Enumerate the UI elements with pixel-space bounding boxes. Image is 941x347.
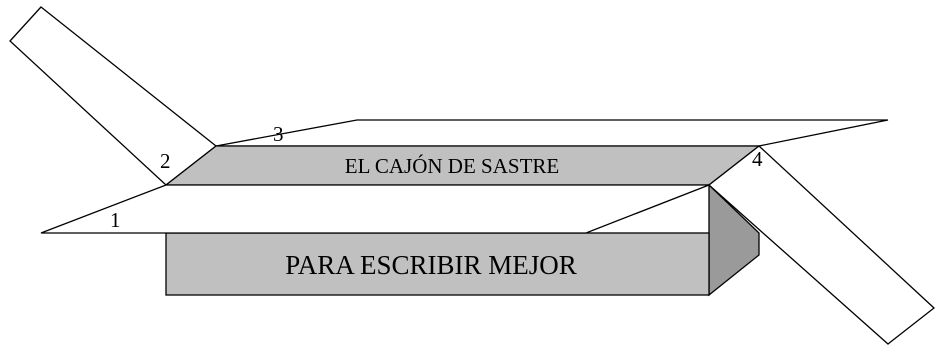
right-flap	[707, 145, 936, 345]
box-front-face	[165, 232, 710, 296]
back-flap	[215, 119, 889, 147]
flap-number-1: 1	[110, 208, 121, 232]
flap-number-4: 4	[752, 147, 763, 171]
left-flap	[9, 6, 218, 186]
box-front-label: PARA ESCRIBIR MEJOR	[285, 250, 577, 280]
flap-number-2: 2	[160, 149, 171, 173]
box-top-label: EL CAJÓN DE SASTRE	[345, 154, 559, 178]
flap-number-3: 3	[273, 122, 284, 146]
front-flap	[40, 184, 710, 234]
